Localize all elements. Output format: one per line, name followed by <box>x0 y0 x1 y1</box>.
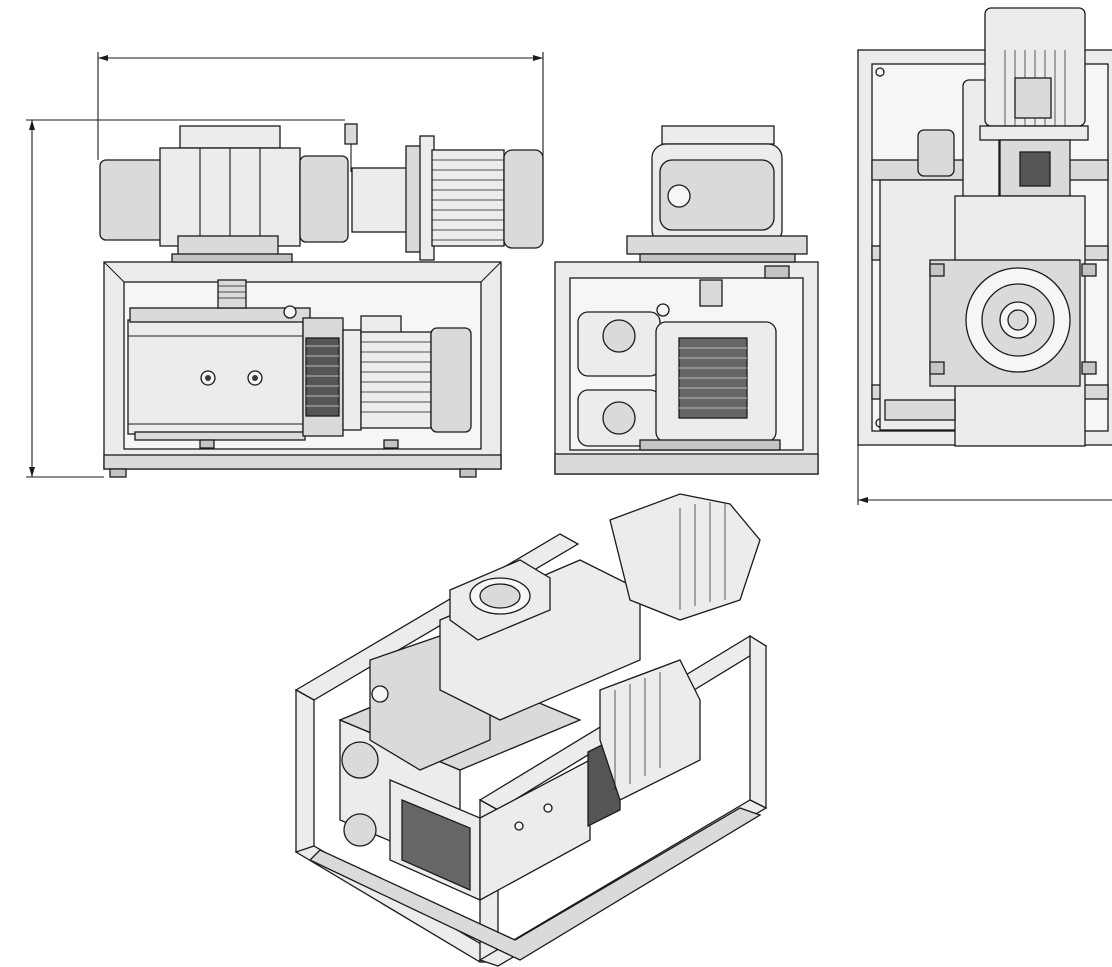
isometric-roots-pump <box>369 493 761 771</box>
top-view-pumps <box>879 7 1097 447</box>
width-dimension-line <box>97 52 544 160</box>
side-view <box>99 123 544 478</box>
backing-pump <box>127 279 472 449</box>
top-view <box>857 7 1112 447</box>
end-view-backing-pump <box>577 279 781 451</box>
end-view-roots-pump <box>626 125 808 263</box>
depth-dimension-line <box>857 445 1112 505</box>
end-view <box>554 125 819 475</box>
height-dimension-line <box>26 119 345 478</box>
roots-pump <box>99 123 544 263</box>
isometric-view <box>294 493 768 967</box>
